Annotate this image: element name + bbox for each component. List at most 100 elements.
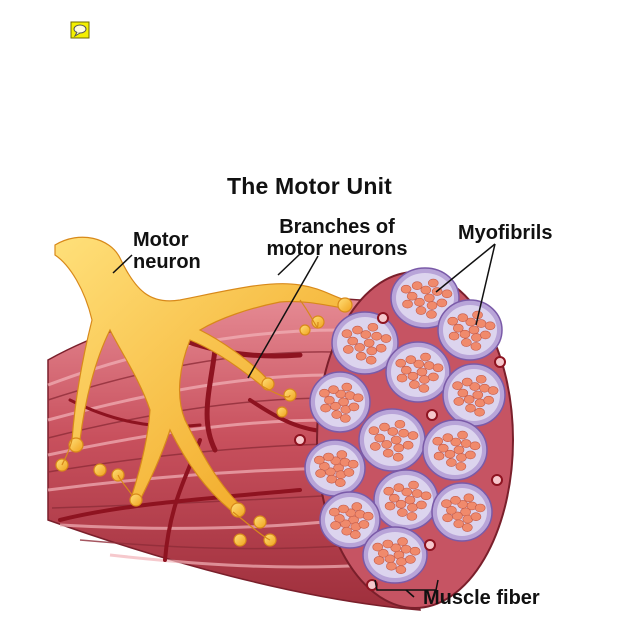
myofibril (450, 437, 462, 447)
myofibril (372, 542, 384, 552)
myofibril (468, 325, 480, 335)
myofibril (315, 469, 326, 478)
myofibril (371, 331, 382, 341)
myofibril (416, 500, 427, 510)
myofibril (343, 468, 355, 477)
myofibril (470, 342, 482, 351)
myofibril (341, 526, 353, 536)
myofibrils-label: Myofibrils (458, 222, 553, 244)
myofibril (368, 426, 380, 436)
myofibril (453, 519, 465, 529)
myofibril (328, 385, 339, 395)
myofibril (455, 462, 467, 471)
myofibril (474, 503, 486, 513)
myofibril (348, 402, 360, 412)
myofibril (411, 281, 423, 291)
myofibril (319, 462, 330, 471)
myofibril (457, 313, 469, 323)
myofibril (442, 433, 454, 443)
myofibril (382, 539, 394, 549)
myofibril (446, 458, 457, 467)
myofibril (465, 403, 476, 413)
myofibril (347, 459, 359, 469)
myofibril (407, 503, 418, 512)
myofibril (336, 450, 348, 459)
myofibril (418, 384, 430, 393)
myofibril (432, 363, 444, 373)
myofibril (390, 435, 402, 445)
myofibril (432, 436, 444, 446)
myofibril (400, 544, 412, 554)
myofibril (405, 555, 416, 564)
myofibril (453, 445, 465, 455)
myofibril (401, 487, 413, 497)
motor-neuron-label-line1: Motor (133, 229, 189, 251)
myofibril (463, 395, 475, 404)
myofibril (471, 333, 482, 342)
myofibril (388, 493, 400, 503)
myofibril (450, 496, 461, 505)
myofibril (379, 422, 390, 432)
myofibril (324, 395, 335, 405)
motor-neuron-label-line2: neuron (133, 251, 201, 273)
myofibril (367, 322, 379, 332)
myofibril (400, 284, 412, 294)
myofibril (487, 386, 499, 395)
myofibril (409, 546, 421, 556)
myofibril (352, 325, 363, 335)
myofibril (331, 410, 343, 419)
myofibril (433, 451, 445, 461)
myofibril (355, 351, 367, 361)
myofibril (352, 393, 364, 403)
myofibril (340, 414, 351, 423)
myofibril (347, 336, 359, 346)
myofibril (370, 442, 381, 451)
myofibril (393, 443, 405, 453)
capillary-cross-section (424, 539, 436, 551)
myofibril (362, 511, 374, 521)
myofibril (384, 501, 396, 511)
myofibril (319, 388, 330, 398)
label-pointer-lines (112, 243, 496, 598)
myofibril (444, 449, 456, 459)
diagram-title: The Motor Unit (226, 173, 393, 199)
myofibril (397, 508, 408, 517)
myofibril (398, 428, 409, 438)
myofibril (326, 474, 338, 484)
myofibril (320, 403, 331, 413)
myofibril (330, 401, 341, 411)
muscle-fiber-cross-sections (294, 267, 506, 591)
branches-label: Branches of motor neurons (252, 216, 422, 260)
myofibril (381, 440, 392, 449)
comment-note-icon[interactable] (70, 21, 90, 39)
myofibril (465, 450, 476, 460)
myofibril (462, 523, 473, 532)
capillary-cross-section (377, 312, 389, 324)
capillary-cross-section (491, 474, 503, 486)
myofibril (393, 483, 405, 493)
myofibril (409, 380, 420, 389)
myofibril (407, 431, 419, 440)
myofibril (470, 512, 482, 522)
myofibril (420, 491, 432, 501)
myofibril (459, 329, 471, 339)
myofibril (480, 330, 491, 340)
myofibril (452, 323, 464, 333)
myofibril (474, 407, 485, 417)
myofibril (380, 334, 392, 343)
myofibril (373, 556, 385, 565)
myofibril (405, 355, 417, 365)
myofibril (428, 372, 439, 382)
myofibril (424, 293, 435, 303)
myofibril (461, 377, 473, 387)
myofibril (402, 440, 414, 450)
myofibril (407, 371, 419, 381)
capillary-cross-section (294, 434, 306, 446)
myofibril (469, 441, 481, 451)
myofibril (363, 338, 375, 348)
myofibril (483, 395, 494, 405)
branches-label-line1: Branches of (279, 216, 395, 238)
myofibril (456, 453, 467, 462)
myofibril (447, 316, 459, 326)
